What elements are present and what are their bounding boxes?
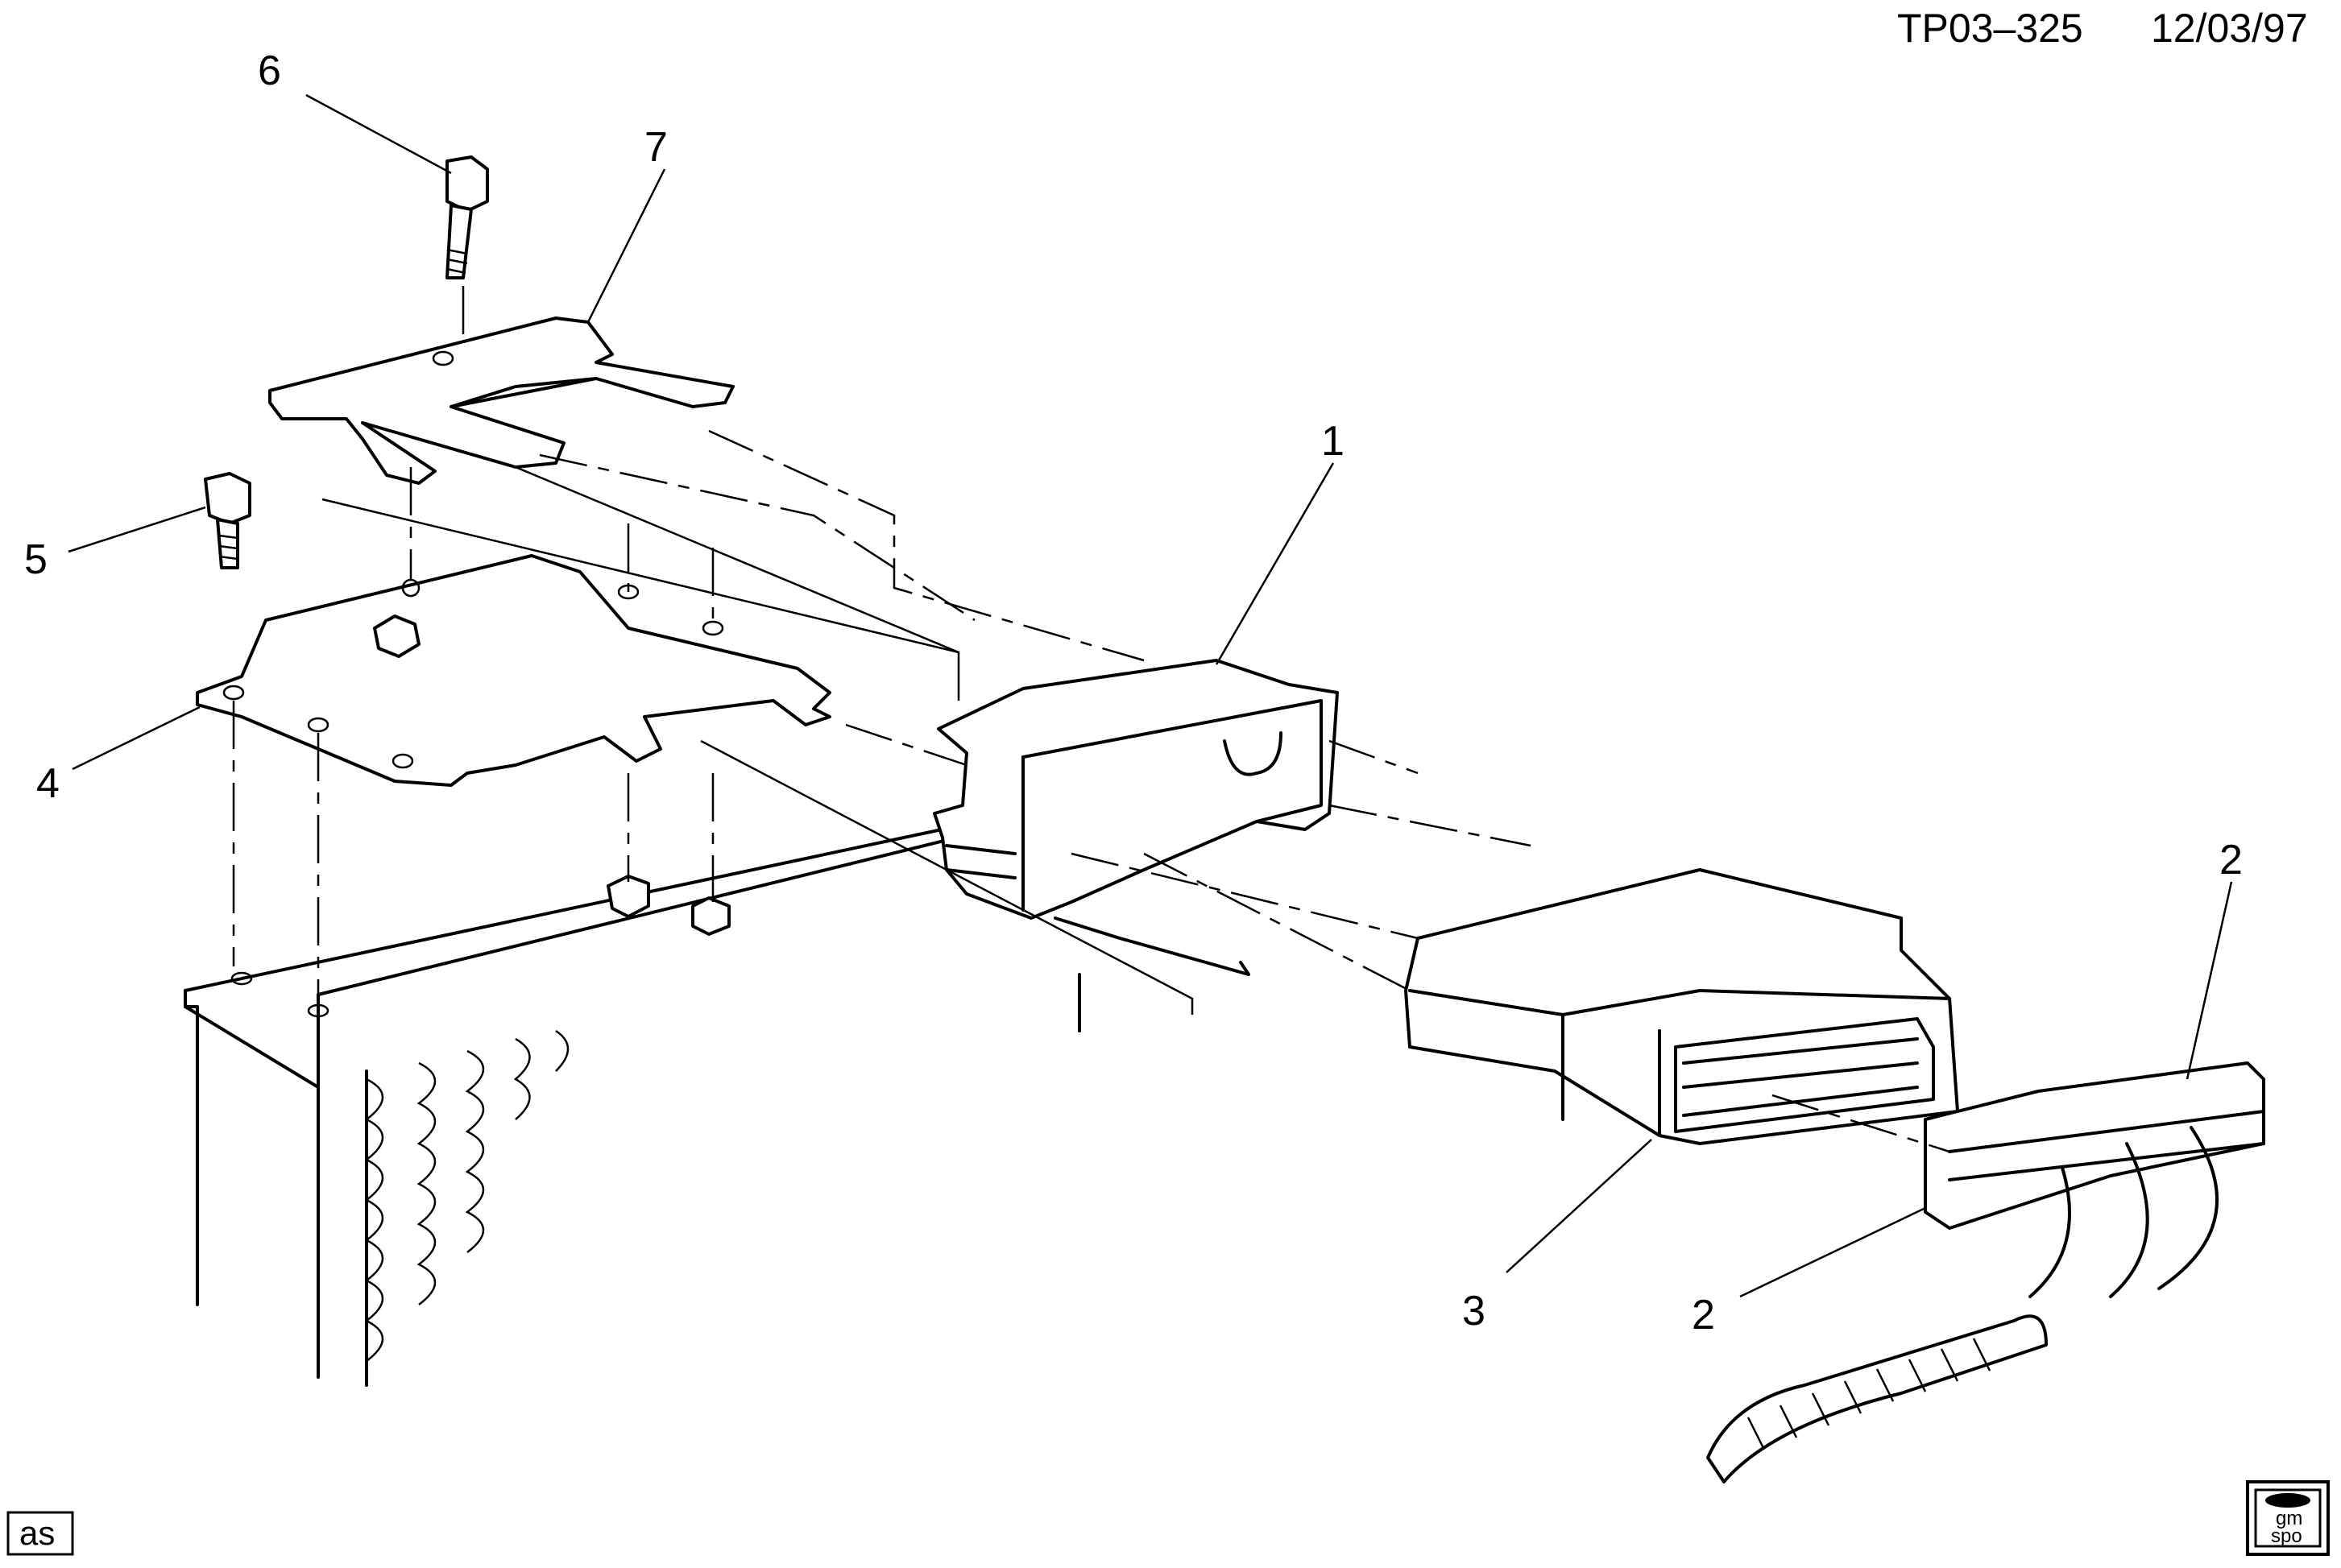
lower-bracket-4 bbox=[196, 554, 831, 787]
as-tag-label: as bbox=[19, 1514, 55, 1552]
callout-1-label: 1 bbox=[1321, 418, 1345, 465]
callout-5-label: 5 bbox=[24, 536, 48, 583]
assembly-lines bbox=[232, 278, 1950, 1153]
callout-2-top: 2 bbox=[2186, 837, 2243, 1080]
as-tag: as bbox=[6, 1511, 74, 1556]
callout-7: 7 bbox=[586, 124, 668, 323]
callout-2-bottom-label: 2 bbox=[1692, 1292, 1715, 1338]
callout-4: 4 bbox=[36, 705, 201, 807]
drawing-date: 12/03/97 bbox=[2151, 6, 2308, 51]
callout-6-label: 6 bbox=[258, 48, 281, 94]
bolt-5 bbox=[204, 472, 251, 569]
control-module-3 bbox=[1404, 868, 1959, 1145]
callout-6: 6 bbox=[258, 48, 452, 175]
callout-3: 3 bbox=[1462, 1139, 1652, 1334]
callout-5: 5 bbox=[24, 506, 206, 583]
callout-4-label: 4 bbox=[36, 760, 60, 807]
module-housing-1 bbox=[933, 659, 1339, 976]
gm-spo-logo: gm spo bbox=[2246, 1480, 2330, 1556]
connectors-2 bbox=[1706, 1061, 2265, 1483]
callout-3-label: 3 bbox=[1462, 1288, 1485, 1334]
callout-2-top-label: 2 bbox=[2219, 837, 2243, 883]
upper-bracket-7 bbox=[268, 316, 735, 485]
callout-1: 1 bbox=[1215, 418, 1345, 665]
gm-spo-logo-text-gm: gm bbox=[2276, 1508, 2302, 1529]
bolt-6 bbox=[445, 155, 489, 279]
gm-spo-logo-text-spo: spo bbox=[2271, 1525, 2302, 1547]
callout-2-bottom: 2 bbox=[1692, 1206, 1926, 1338]
nuts bbox=[373, 578, 731, 936]
callout-7-label: 7 bbox=[644, 124, 668, 171]
drawing-id: TP03–325 bbox=[1897, 6, 2083, 51]
